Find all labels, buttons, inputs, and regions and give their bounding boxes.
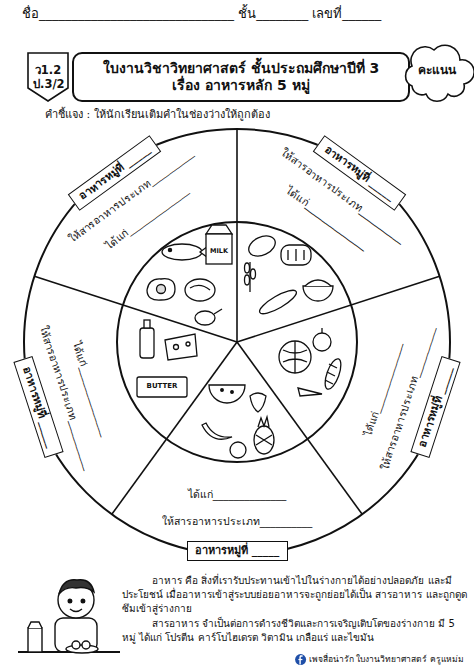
protein-foods-part <box>157 285 166 294</box>
vegetable-foods-part <box>279 341 311 373</box>
vegetable-foods <box>279 328 344 396</box>
protein-foods <box>147 225 232 325</box>
food-wheel-part <box>34 276 237 342</box>
vegetable-foods-part <box>321 328 322 333</box>
carbohydrate-foods-part <box>281 245 311 265</box>
fruit-foods-part <box>202 423 232 439</box>
boy-cartoon-part <box>68 599 72 603</box>
definition-text: อาหาร คือ สิ่งที่เรารับประทานเข้าไปในร่า… <box>122 574 468 617</box>
carbohydrate-foods-part <box>288 249 304 261</box>
food-wheel-part <box>237 276 440 342</box>
fat-foods-part <box>165 334 197 360</box>
boy-cartoon <box>18 580 120 653</box>
protein-foods-part <box>162 244 202 260</box>
fat-foods <box>137 320 197 397</box>
protein-foods-part <box>214 309 222 314</box>
protein-foods-part <box>206 234 232 264</box>
carbohydrate-foods-part <box>257 286 299 317</box>
food-group-tag: อาหารหมู่ที่ _____ <box>187 541 288 561</box>
vegetable-foods-part <box>283 341 307 373</box>
page-icon <box>295 654 306 665</box>
vegetable-foods-part <box>325 364 337 384</box>
fat-foods-part <box>140 328 154 358</box>
examples-blank: ได้แก่______________ <box>283 184 371 253</box>
icon-circle <box>295 654 306 665</box>
boy-cartoon-part <box>59 580 94 594</box>
protein-foods-part <box>195 311 215 325</box>
icon-mark <box>300 656 303 665</box>
boy-cartoon-part <box>55 618 97 652</box>
boy-cartoon-part <box>81 599 85 603</box>
carton-label: MILK <box>210 247 228 255</box>
title-box-text: ใบงานวิชาวิทยาศาสตร์ ชั้นประถมศึกษาปีที่… <box>103 60 380 78</box>
carbohydrate-foods-part <box>305 280 331 286</box>
boy-cartoon-part <box>82 641 90 649</box>
vegetable-foods-part <box>298 388 322 396</box>
carbohydrate-foods <box>245 232 334 318</box>
carbohydrate-foods-part <box>246 232 279 260</box>
food-wheel <box>24 129 450 555</box>
fat-foods-part <box>174 345 179 350</box>
unit-tab-text: ว1.2 ป.3/2 <box>33 63 63 92</box>
instruction-text: คำชี้แจง : ให้นักเรียนเติมคำในช่องว่างให… <box>45 108 270 122</box>
vegetable-foods-part <box>313 333 331 351</box>
nutrient-text: สารอาหาร จำเป็นต่อการดำรงชีวิตและการเจริ… <box>122 617 468 645</box>
tab-shape <box>28 53 68 101</box>
carbohydrate-foods-part <box>245 275 250 285</box>
fruit-foods-part <box>230 442 246 458</box>
butter-label: BUTTER <box>147 382 178 391</box>
info-block: อาหาร คือ สิ่งที่เรารับประทานเข้าไปในร่า… <box>122 574 468 645</box>
boy-cartoon-part <box>72 641 80 649</box>
examples-blank: ได้แก่______________ <box>188 488 287 502</box>
boy-cartoon-part <box>70 609 82 612</box>
fruit-foods-part <box>250 393 266 412</box>
score-cloud-text: คะแนน <box>418 63 456 78</box>
protein-foods-part <box>147 279 175 300</box>
fruit-foods-part <box>258 417 269 427</box>
fat-foods-part <box>144 320 150 328</box>
protein-foods-part <box>206 225 232 234</box>
fruit-foods-part <box>231 391 234 394</box>
cloud-shape <box>406 45 474 101</box>
score-cloud: คะแนน <box>404 40 470 100</box>
food-wheel-part <box>24 129 450 555</box>
protein-foods-part <box>190 285 210 290</box>
examples-blank: ได้แก่______________ <box>103 184 191 253</box>
protein-foods-part <box>168 248 171 251</box>
food-wheel-part <box>236 129 238 342</box>
nutrient-blank: ให้สารอาหารประเภท__________ <box>162 515 313 529</box>
credit-text: เพจสื่อน่ารัก ใบงานวิทยาศาสตร์ ครูแหม่ม <box>309 654 464 665</box>
title-box: ใบงานวิชาวิทยาศาสตร์ ชั้นประถมศึกษาปีที่… <box>72 52 410 102</box>
protein-foods-part <box>185 279 215 301</box>
fruit-foods-part <box>209 385 245 403</box>
icon-mark <box>298 659 302 660</box>
fat-foods-part <box>186 342 190 346</box>
carbohydrate-foods-part <box>251 269 256 279</box>
vegetable-foods-part <box>322 357 344 391</box>
boy-cartoon-part <box>28 628 42 652</box>
fruit-foods-part <box>221 389 224 392</box>
fruit-foods-part <box>254 426 274 454</box>
food-group-tag-text: อาหารหมู่ที่ _____ <box>195 544 279 558</box>
fruit-foods-part <box>256 435 272 445</box>
carbohydrate-foods-part <box>303 286 333 301</box>
name-class-number-line: ชื่อ______________________________ ชั้น_… <box>22 6 381 23</box>
fat-foods-part <box>137 377 187 397</box>
food-group-tag-text: อาหารหมู่ที่ _____ <box>416 364 455 448</box>
title-box-text: เรื่อง อาหารหลัก 5 หมู่ <box>172 77 309 95</box>
boy-cartoon-part <box>28 622 42 628</box>
fruit-foods <box>202 385 274 458</box>
unit-tab: ว1.2 ป.3/2 <box>27 52 69 102</box>
carbohydrate-foods-part <box>245 263 250 273</box>
